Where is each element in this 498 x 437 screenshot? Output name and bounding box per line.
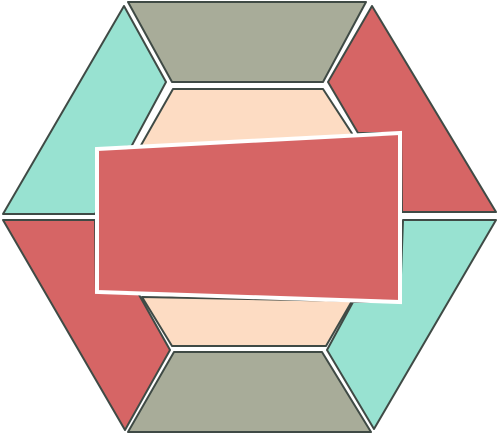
bottom-gray-trapezoid: [127, 351, 372, 433]
top-gray-trapezoid: [127, 1, 367, 83]
center-red-quadrilateral: [95, 130, 402, 305]
lower-peach-piece: [141, 296, 353, 347]
